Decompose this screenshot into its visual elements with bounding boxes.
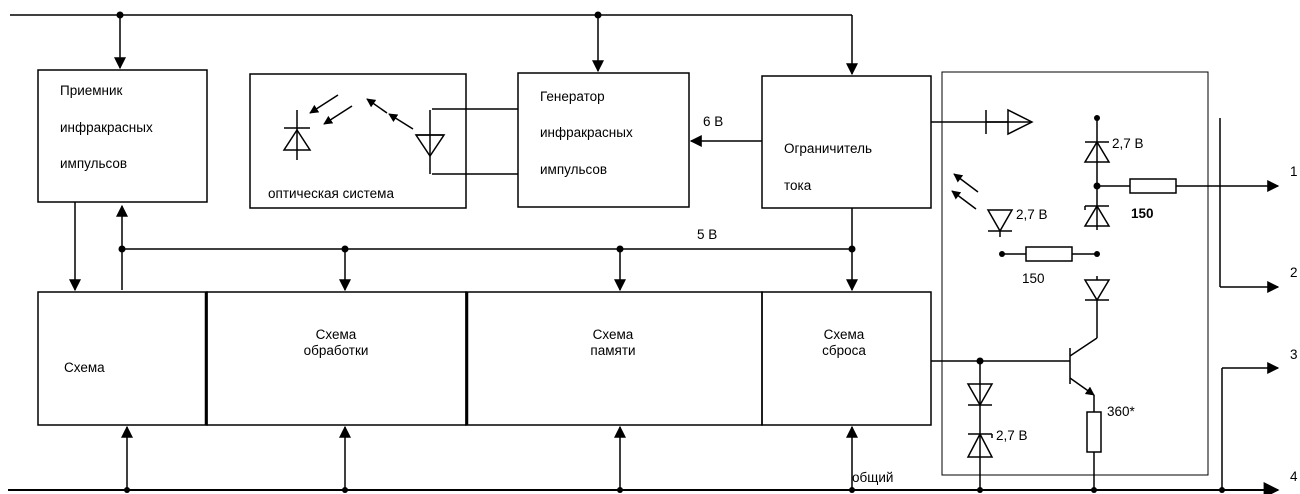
receiver-line-2: инфракрасных <box>60 120 153 135</box>
ir-led-icon <box>414 110 446 174</box>
receiver-block <box>37 69 208 203</box>
processing-line-2: обработки <box>304 343 369 358</box>
zener-mid-icon <box>1083 204 1111 227</box>
led-zener-label: 2,7 В <box>1016 207 1048 222</box>
resistor-top-value: 150 <box>1131 206 1154 221</box>
five-volt-label: 5 В <box>697 227 717 242</box>
memory-line-2: памяти <box>590 343 635 358</box>
receiver-line-1: Приемник <box>60 83 123 98</box>
diode-bottom-a-icon <box>966 383 994 407</box>
zener-top-label: 2,7 В <box>1112 136 1144 151</box>
generator-line-2: инфракрасных <box>540 125 633 140</box>
light-rays-icon <box>309 94 414 130</box>
memory-line-1: Схема <box>593 327 634 342</box>
common-label: общий <box>852 470 893 485</box>
optics-label: оптическая система <box>268 186 394 201</box>
reset-block <box>761 291 932 426</box>
zener-top-icon <box>1083 140 1111 163</box>
led-icon <box>951 173 1014 237</box>
series-diode-icon <box>1083 276 1111 302</box>
generator-line-1: Генератор <box>540 89 605 104</box>
zener-bottom-label: 2,7 В <box>996 428 1028 443</box>
resistor-bottom-value: 360* <box>1107 404 1136 419</box>
processing-block <box>206 291 467 426</box>
photodiode-icon <box>282 110 312 160</box>
reset-line-2: сброса <box>822 343 866 358</box>
optical-system-block <box>249 73 467 209</box>
six-volt-label: 6 В <box>703 114 723 129</box>
limiter-line-2: тока <box>784 178 812 193</box>
terminal-2: 2 <box>1290 265 1298 280</box>
memory-block <box>465 291 763 426</box>
terminal-4: 4 <box>1290 469 1298 484</box>
terminal-1: 1 <box>1290 164 1298 179</box>
resistor-150-top <box>1129 178 1177 194</box>
resistor-360 <box>1086 411 1102 453</box>
junction-dots <box>116 11 1225 493</box>
schematic-frame <box>941 71 1209 476</box>
input-diode-icon <box>985 108 1034 136</box>
zener-bottom-icon <box>966 432 994 458</box>
reset-line-1: Схема <box>824 327 865 342</box>
limiter-line-1: Ограничитель <box>784 141 872 156</box>
terminal-3: 3 <box>1290 347 1298 362</box>
receiver-line-3: импульсов <box>60 156 127 171</box>
processing-line-1: Схема <box>316 327 357 342</box>
current-limiter-block <box>761 75 932 209</box>
generator-line-3: импульсов <box>540 162 607 177</box>
resistor-mid-value: 150 <box>1022 271 1045 286</box>
resistor-150-mid <box>1025 246 1073 262</box>
scheme-label: Схема <box>64 360 105 375</box>
generator-block <box>517 72 690 208</box>
scheme-block <box>37 291 208 426</box>
